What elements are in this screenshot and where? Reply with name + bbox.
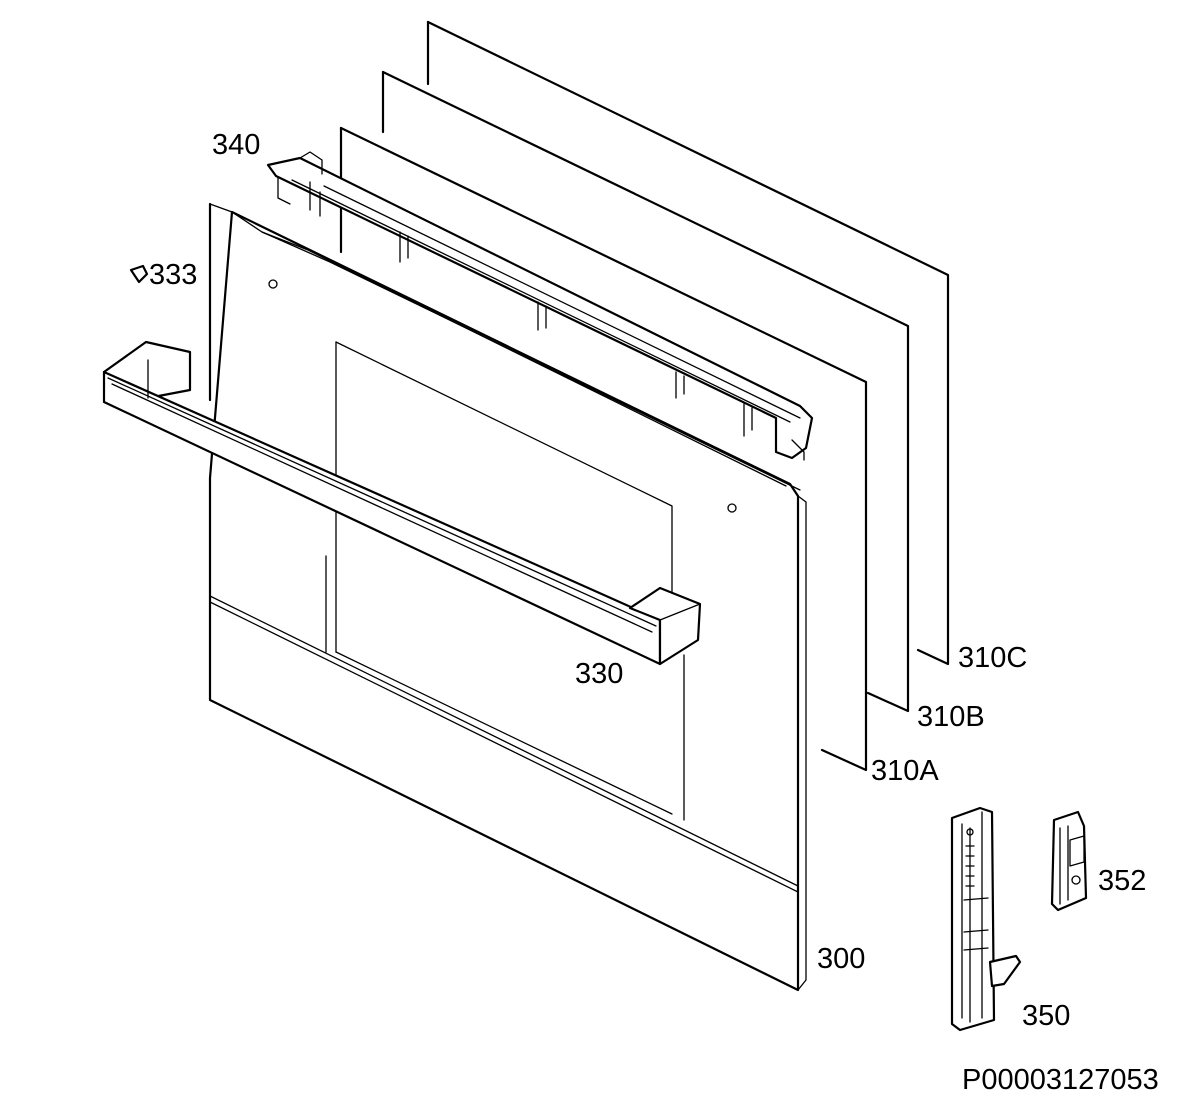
handle-330 — [102, 340, 702, 666]
callout-350: 350 — [1022, 1000, 1071, 1032]
callout-310a: 310A — [871, 755, 939, 787]
document-id: P00003127053 — [962, 1064, 1159, 1096]
top-profile-340 — [266, 151, 814, 461]
callout-352: 352 — [1098, 865, 1147, 897]
callout-330: 330 — [575, 658, 624, 690]
callout-300: 300 — [817, 943, 866, 975]
callout-310b: 310B — [917, 701, 985, 733]
hinge-part-352 — [1050, 810, 1088, 912]
screw-333 — [129, 264, 149, 284]
outer-door-panel-300 — [208, 202, 807, 992]
callout-310c: 310C — [958, 642, 1028, 674]
glass-panel-310c — [426, 20, 950, 666]
callout-340: 340 — [212, 129, 261, 161]
hinge-350 — [950, 806, 1022, 1032]
glass-panel-310b — [381, 70, 910, 713]
callout-333: 333 — [149, 259, 198, 291]
